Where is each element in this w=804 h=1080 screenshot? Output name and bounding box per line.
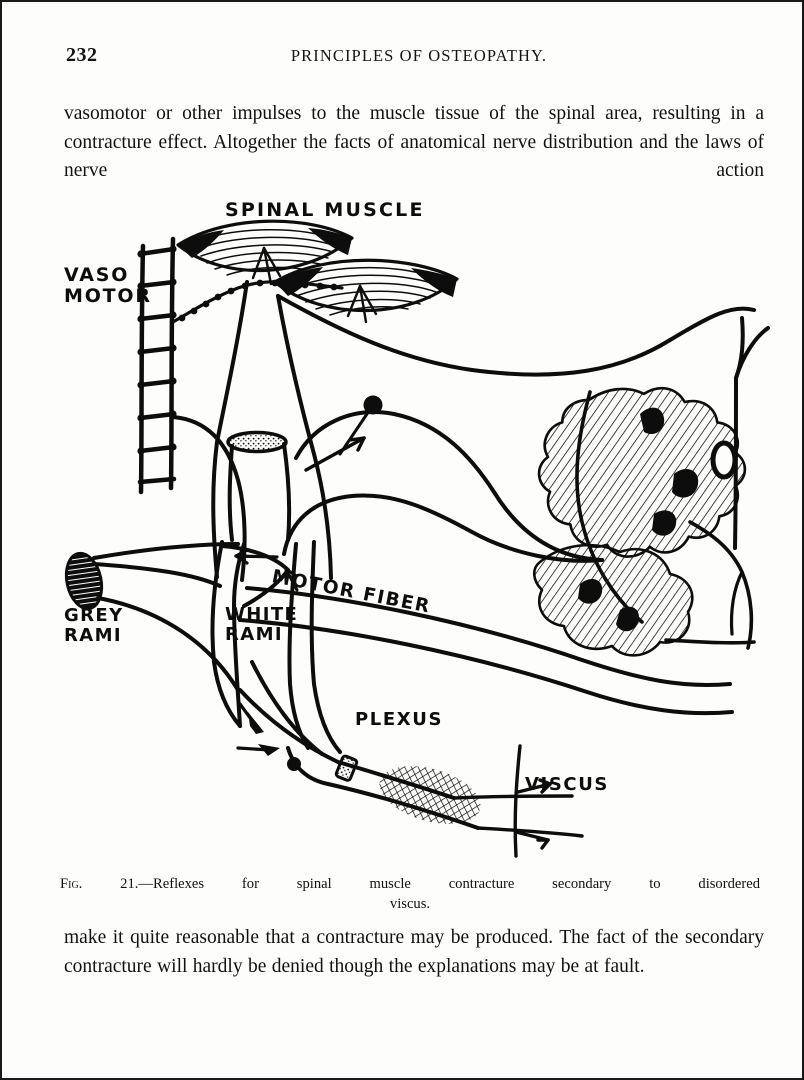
synapse-cell-body [338, 395, 383, 456]
paragraph-text: make it quite reasonable that a contract… [64, 927, 764, 977]
arrow-to-plexus-shafts [236, 702, 272, 752]
caption-line-2: viscus. [389, 896, 431, 912]
figure-21: SPINAL MUSCLE VASO MOTOR GREY RAMI WHITE… [42, 192, 782, 864]
body-paragraph-bottom: make it quite reasonable that a contract… [64, 924, 764, 981]
grey-rami-ganglion [64, 551, 104, 611]
page-number: 232 [66, 44, 98, 66]
label-viscus: VISCUS [525, 774, 609, 795]
viscus-nerves [452, 744, 584, 858]
figure-caption: Fig. 21.—Reflexes for spinal muscle cont… [60, 874, 760, 914]
running-head-title: PRINCIPLES OF OSTEOPATHY. [290, 46, 548, 65]
caption-line-1: Fig. 21.—Reflexes for spinal muscle cont… [60, 874, 760, 894]
spinal-segment-organ [532, 386, 756, 657]
running-head: 232 PRINCIPLES OF OSTEOPATHY. [2, 44, 802, 70]
caption-line-1-text: —Reflexes for spinal muscle contracture … [138, 876, 760, 892]
plexus-cell-body [287, 757, 301, 771]
arrow-to-muscle [304, 436, 366, 472]
plexus-ganglion-ring [334, 754, 359, 782]
spinal-muscle-lower [273, 258, 459, 324]
label-grey-rami: GREY RAMI [64, 605, 124, 647]
grey-rami-trunk [92, 542, 240, 692]
label-white-rami: WHITE RAMI [225, 604, 299, 646]
ladder-nodes [137, 245, 177, 455]
paragraph-text: vasomotor or other impulses to the muscl… [64, 103, 764, 181]
vasomotor-ladder [137, 236, 177, 495]
reflex-arc-loops [238, 294, 770, 716]
caption-figure-number: Fig. 21. [60, 876, 139, 892]
figure-21-drawing [64, 219, 770, 858]
body-paragraph-top: vasomotor or other impulses to the muscl… [64, 100, 764, 186]
root-ganglion [226, 430, 292, 542]
label-plexus: PLEXUS [355, 709, 444, 730]
spinal-muscle-upper [176, 219, 354, 286]
rami-loops [210, 540, 342, 786]
plexus-shape [379, 766, 481, 824]
label-spinal-muscle: SPINAL MUSCLE [225, 199, 425, 221]
label-vaso-motor: VASO MOTOR [64, 264, 152, 308]
